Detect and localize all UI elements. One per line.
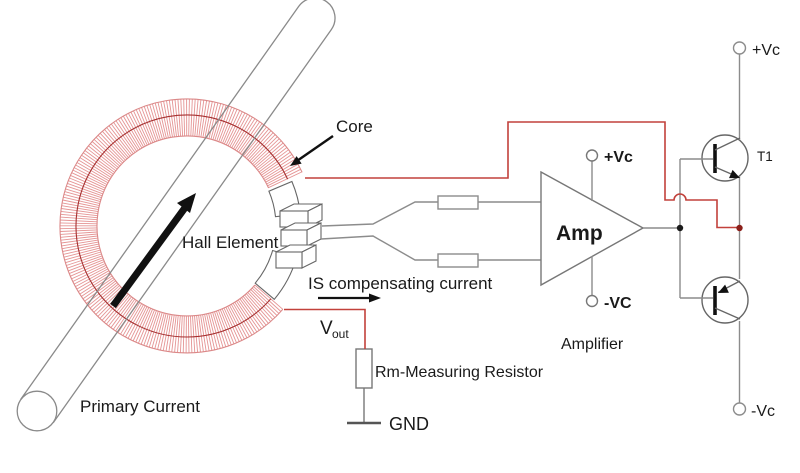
resistor-top	[437, 195, 479, 210]
transistor-label: T1	[757, 149, 773, 164]
core-gap-tubes	[254, 180, 323, 301]
vout-label: V	[320, 318, 333, 339]
amp-output-junction	[676, 224, 684, 232]
t1-emitter-arrow	[729, 169, 740, 179]
resistor-bottom	[437, 253, 479, 268]
hall-element-chip	[280, 222, 322, 247]
neg-supply-label: -Vc	[751, 403, 775, 420]
transistor-t1-body	[701, 134, 749, 182]
vout-wire	[284, 308, 366, 349]
is-current-label: IS compensating current	[308, 274, 493, 293]
amp-pos-terminal	[585, 149, 599, 162]
amp-pos-supply-label: +Vc	[604, 149, 633, 166]
amp-label: Amp	[556, 222, 603, 245]
primary-current-label: Primary Current	[80, 397, 200, 416]
amp-neg-supply-label: -VC	[604, 295, 632, 312]
core-pointer-arrow	[290, 135, 334, 166]
amplifier-label: Amplifier	[561, 336, 624, 353]
core-label: Core	[336, 117, 373, 136]
measuring-resistor-label: Rm-Measuring Resistor	[375, 364, 544, 381]
t2-emitter-arrow	[718, 284, 729, 293]
hall-lead-bottom	[320, 235, 438, 261]
pos-supply-terminal	[732, 41, 747, 55]
compensation-wires	[284, 121, 739, 349]
gnd-label: GND	[389, 414, 429, 434]
measuring-resistor	[355, 348, 373, 389]
vout-subscript: out	[332, 327, 349, 341]
hall-lead-top	[321, 201, 438, 227]
neg-supply-terminal	[732, 402, 747, 416]
toroid-winding	[59, 98, 303, 354]
emitter-junction	[736, 224, 743, 232]
circuit-wiring	[320, 41, 749, 425]
is-current-arrow	[318, 293, 381, 303]
pos-supply-label: +Vc	[752, 42, 780, 59]
primary-conductor	[16, 0, 336, 432]
conductor-end-cap	[16, 390, 58, 432]
hall-element-label: Hall Element	[182, 233, 279, 252]
amp-neg-terminal	[585, 294, 599, 308]
transistor-t2-body	[701, 276, 749, 324]
primary-current-arrow	[110, 193, 196, 309]
feedback-wire	[305, 121, 739, 229]
